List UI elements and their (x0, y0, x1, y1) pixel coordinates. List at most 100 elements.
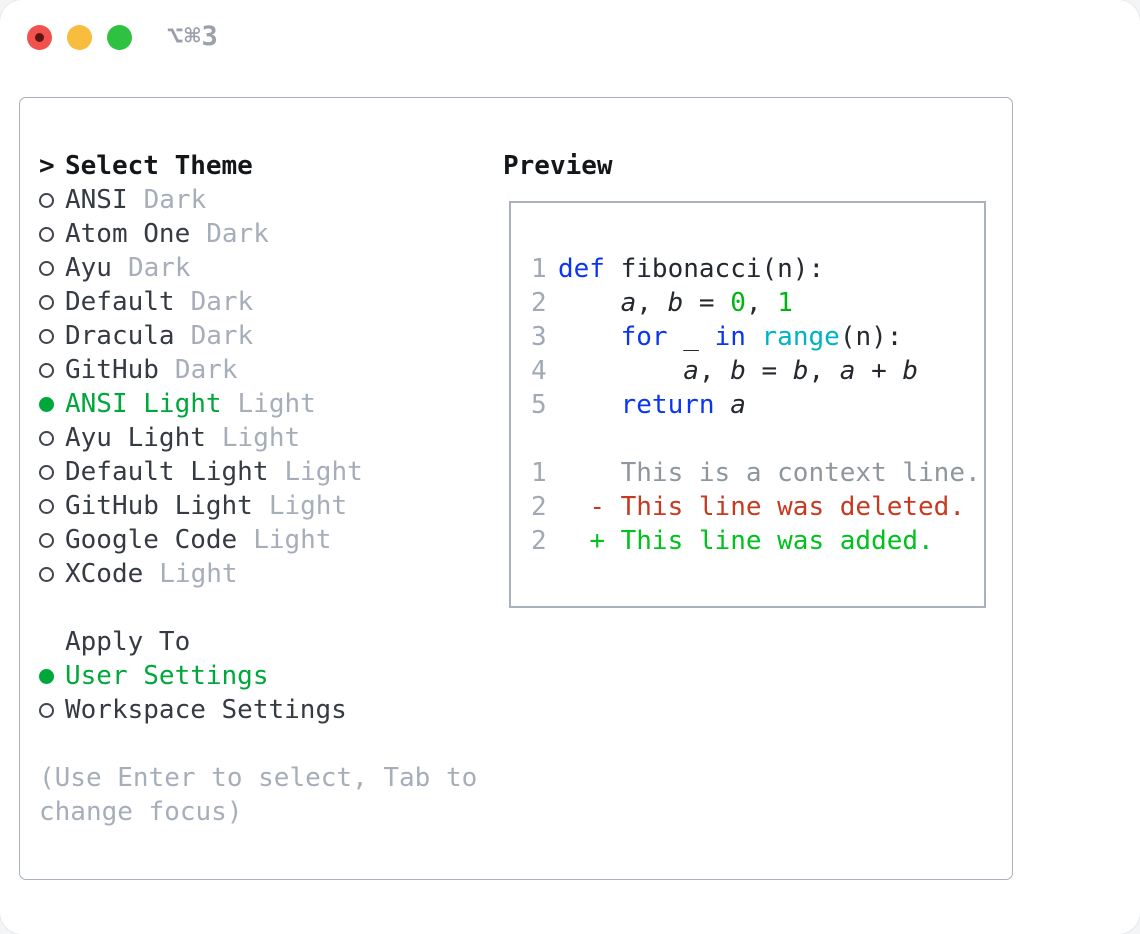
theme-option[interactable]: Ayu Dark (39, 251, 477, 285)
radio-icon[interactable] (39, 668, 54, 684)
theme-option[interactable]: ANSI Dark (39, 183, 477, 217)
apply-to-option-label: Workspace Settings (65, 695, 347, 725)
apply-to-option-list: User Settings Workspace Settings (39, 659, 477, 727)
theme-variant-badge: Light (284, 457, 363, 487)
theme-name: GitHub Light (65, 491, 253, 521)
code-line: 1 def fibonacci(n): (531, 252, 984, 286)
theme-variant-badge: Dark (127, 253, 191, 283)
theme-variant-badge: Light (237, 389, 316, 419)
code-line (531, 422, 984, 456)
radio-icon[interactable] (39, 702, 54, 718)
line-number: 1 (531, 254, 547, 284)
theme-variant-badge: Dark (190, 287, 254, 317)
code-line-text: def fibonacci(n): (558, 254, 825, 284)
theme-option[interactable]: XCode Light (39, 557, 477, 591)
code-line-text: for _ in range(n): (620, 322, 903, 352)
theme-option[interactable]: Dracula Dark (39, 319, 477, 353)
code-line-text: - This line was deleted. (589, 492, 965, 522)
theme-option[interactable]: GitHub Dark (39, 353, 477, 387)
theme-name: Ayu Light (65, 423, 206, 453)
radio-icon[interactable] (39, 532, 54, 548)
close-button[interactable] (27, 25, 52, 50)
focus-caret-icon: > (39, 151, 55, 181)
spacer (39, 591, 477, 625)
code-line: 4 a, b = b, a + b (531, 354, 984, 388)
select-theme-title: Select Theme (65, 151, 253, 181)
theme-list-section: > Select Theme ANSI Dark Atom One Dark A… (39, 149, 477, 829)
line-number: 2 (531, 492, 547, 522)
close-button-dot-icon (35, 33, 44, 42)
zoom-button[interactable] (107, 25, 132, 50)
theme-variant-badge: Dark (143, 185, 207, 215)
line-number: 5 (531, 390, 547, 420)
theme-variant-badge: Dark (206, 219, 269, 249)
theme-option-list: ANSI Dark Atom One Dark Ayu Dark Default… (39, 183, 477, 591)
line-number: 2 (531, 288, 547, 318)
code-line: 2 a, b = 0, 1 (531, 286, 984, 320)
preview-header: Preview (503, 149, 613, 183)
code-line-text: a, b = b, a + b (683, 356, 919, 386)
theme-name: Atom One (65, 219, 191, 249)
theme-option[interactable]: Google Code Light (39, 523, 477, 557)
radio-icon[interactable] (39, 192, 54, 208)
theme-name: Ayu (65, 253, 112, 283)
preview-pane: 1 def fibonacci(n): 2 a, b = 0, 1 3 for … (509, 201, 986, 608)
radio-icon[interactable] (39, 226, 54, 242)
preview-code-block: 1 def fibonacci(n): 2 a, b = 0, 1 3 for … (531, 252, 984, 558)
apply-to-option[interactable]: Workspace Settings (39, 693, 477, 727)
theme-name: ANSI Light (65, 389, 222, 419)
code-line-text: + This line was added. (589, 526, 934, 556)
window-titlebar: ⌥⌘3 (0, 0, 1140, 75)
theme-option[interactable]: GitHub Light Light (39, 489, 477, 523)
radio-icon[interactable] (39, 362, 54, 378)
code-line: 2 + This line was added. (531, 524, 984, 558)
radio-icon[interactable] (39, 396, 54, 412)
radio-icon[interactable] (39, 328, 54, 344)
code-line: 5 return a (531, 388, 984, 422)
radio-icon[interactable] (39, 498, 54, 514)
minimize-button[interactable] (67, 25, 92, 50)
theme-name: Dracula (65, 321, 175, 351)
theme-variant-badge: Light (159, 559, 238, 589)
theme-option[interactable]: Default Light Light (39, 455, 477, 489)
apply-to-header: Apply To (39, 625, 477, 659)
apply-to-title: Apply To (65, 627, 191, 657)
theme-option[interactable]: Atom One Dark (39, 217, 477, 251)
code-line-text: This is a context line. (558, 458, 981, 488)
line-number: 4 (531, 356, 547, 386)
code-line-text: a, b = 0, 1 (620, 288, 793, 318)
window-title: ⌥⌘3 (167, 21, 219, 52)
theme-variant-badge: Dark (174, 355, 238, 385)
theme-name: Google Code (65, 525, 238, 555)
theme-name: Default (65, 287, 175, 317)
theme-name: ANSI (65, 185, 128, 215)
radio-icon[interactable] (39, 464, 54, 480)
apply-to-option-label: User Settings (65, 661, 269, 691)
theme-option[interactable]: ANSI Light Light (39, 387, 477, 421)
code-line: 3 for _ in range(n): (531, 320, 984, 354)
select-theme-header: > Select Theme (39, 149, 477, 183)
line-number: 1 (531, 458, 547, 488)
theme-variant-badge: Light (221, 423, 301, 453)
theme-variant-badge: Light (268, 491, 348, 521)
apply-to-option[interactable]: User Settings (39, 659, 477, 693)
preview-title: Preview (503, 151, 613, 181)
line-number: 3 (531, 322, 547, 352)
code-line: 2 - This line was deleted. (531, 490, 984, 524)
radio-icon[interactable] (39, 294, 54, 310)
theme-option[interactable]: Ayu Light Light (39, 421, 477, 455)
radio-icon[interactable] (39, 566, 54, 582)
help-text-line: (Use Enter to select, Tab to (39, 763, 478, 793)
theme-option[interactable]: Default Dark (39, 285, 477, 319)
theme-picker-panel: > Select Theme ANSI Dark Atom One Dark A… (19, 97, 1013, 880)
code-line-text: return a (620, 390, 746, 420)
code-line: 1 This is a context line. (531, 456, 984, 490)
radio-icon[interactable] (39, 430, 54, 446)
radio-icon[interactable] (39, 260, 54, 276)
theme-variant-badge: Dark (190, 321, 254, 351)
theme-name: Default Light (65, 457, 269, 487)
spacer (39, 727, 477, 761)
theme-variant-badge: Light (253, 525, 332, 555)
line-number: 2 (531, 526, 547, 556)
